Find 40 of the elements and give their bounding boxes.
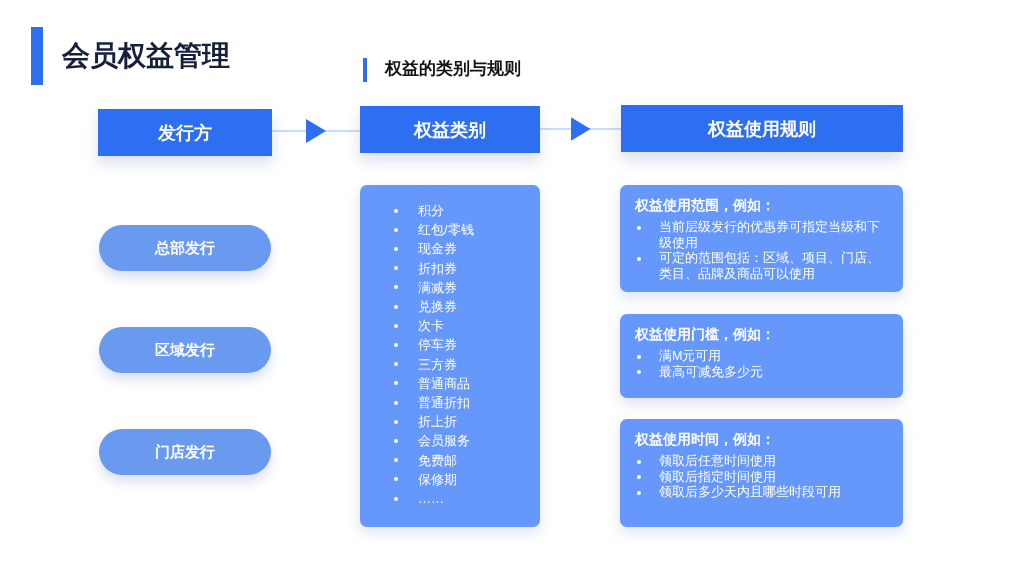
column-header: 权益使用规则 [621, 105, 903, 152]
list-item: 次卡 [418, 317, 444, 336]
arrow [271, 119, 361, 143]
card-heading: 权益使用范围，例如： [635, 197, 776, 214]
list-item: 领取后任意时间使用 [659, 454, 777, 470]
list-item: 保修期 [418, 470, 457, 489]
page-title: 会员权益管理 [62, 39, 230, 73]
arrow [539, 117, 622, 141]
issuer-node: 区域发行 [99, 327, 271, 373]
card-heading: 权益使用门槛，例如： [635, 326, 776, 343]
list-item: 会员服务 [418, 432, 470, 451]
list-item: 折扣券 [418, 259, 457, 278]
list-item: 三方券 [418, 355, 457, 374]
list-item: 当前层级发行的优惠券可指定当级和下级使用 [659, 220, 881, 251]
list-item: 停车券 [418, 336, 457, 355]
list-item: 折上折 [418, 413, 457, 432]
category-list-panel [360, 185, 540, 527]
issuer-node: 总部发行 [99, 225, 271, 271]
list-item: 领取后指定时间使用 [659, 469, 777, 485]
list-item: 免费邮 [418, 451, 457, 470]
rule-card [620, 185, 903, 292]
list-item: 兑换券 [418, 298, 457, 316]
section-heading: 权益的类别与规则 [385, 58, 521, 80]
list-item: 普通商品 [418, 374, 470, 393]
card-heading: 权益使用时间，例如： [635, 431, 776, 448]
list-item: 满M元可用 [659, 349, 723, 365]
column-header: 发行方 [98, 109, 272, 156]
list-item: …… [418, 490, 444, 509]
list-item: 红包/零钱 [418, 221, 474, 240]
list-item: 最高可减免多少元 [659, 364, 764, 381]
rule-card [620, 419, 903, 527]
rule-card [620, 314, 903, 398]
list-item: 领取后多少天内且哪些时段可用 [659, 485, 842, 501]
list-item: 现金券 [418, 240, 457, 259]
column-header: 权益类别 [360, 106, 540, 153]
list-item: 满减券 [418, 278, 457, 297]
list-item: 可定的范围包括：区域、项目、门店、类目、品牌及商品可以使用 [659, 251, 881, 283]
issuer-node: 门店发行 [99, 429, 271, 475]
list-item: 积分 [418, 202, 444, 220]
list-item: 普通折扣 [418, 394, 470, 413]
